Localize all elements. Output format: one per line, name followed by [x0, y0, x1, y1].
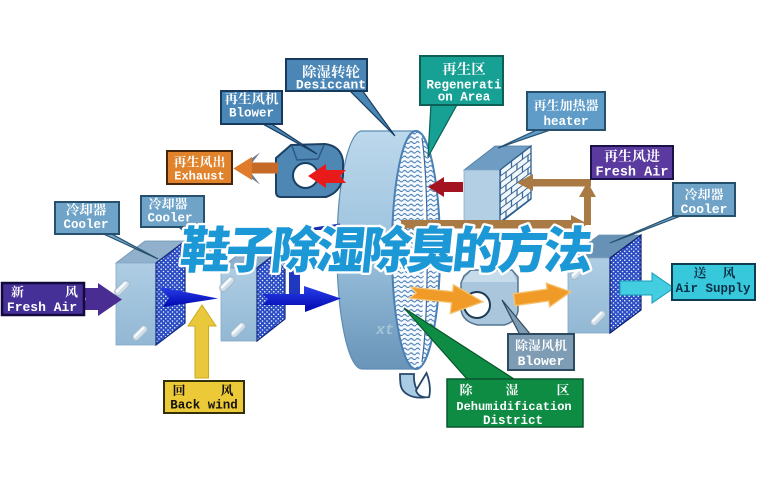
svg-text:Cooler: Cooler — [681, 202, 728, 217]
svg-text:Cooler: Cooler — [63, 218, 108, 232]
svg-text:on Area: on Area — [438, 91, 491, 105]
svg-text:heater: heater — [543, 115, 588, 129]
svg-text:xt: xt — [375, 322, 394, 339]
svg-text:Blower: Blower — [229, 107, 274, 121]
svg-text:Regenerati: Regenerati — [426, 79, 501, 93]
svg-text:Fresh Air: Fresh Air — [7, 300, 77, 315]
svg-text:Desiccant: Desiccant — [296, 78, 366, 93]
svg-text:Fresh Air: Fresh Air — [596, 166, 669, 181]
svg-text:Exhaust: Exhaust — [174, 170, 224, 184]
svg-text:Dehumidification: Dehumidification — [456, 400, 571, 414]
svg-text:Back wind: Back wind — [170, 399, 238, 413]
svg-text:Cooler: Cooler — [147, 212, 192, 226]
svg-text:Blower: Blower — [518, 354, 565, 369]
svg-text:District: District — [483, 414, 543, 428]
svg-text:Air Supply: Air Supply — [675, 282, 751, 296]
